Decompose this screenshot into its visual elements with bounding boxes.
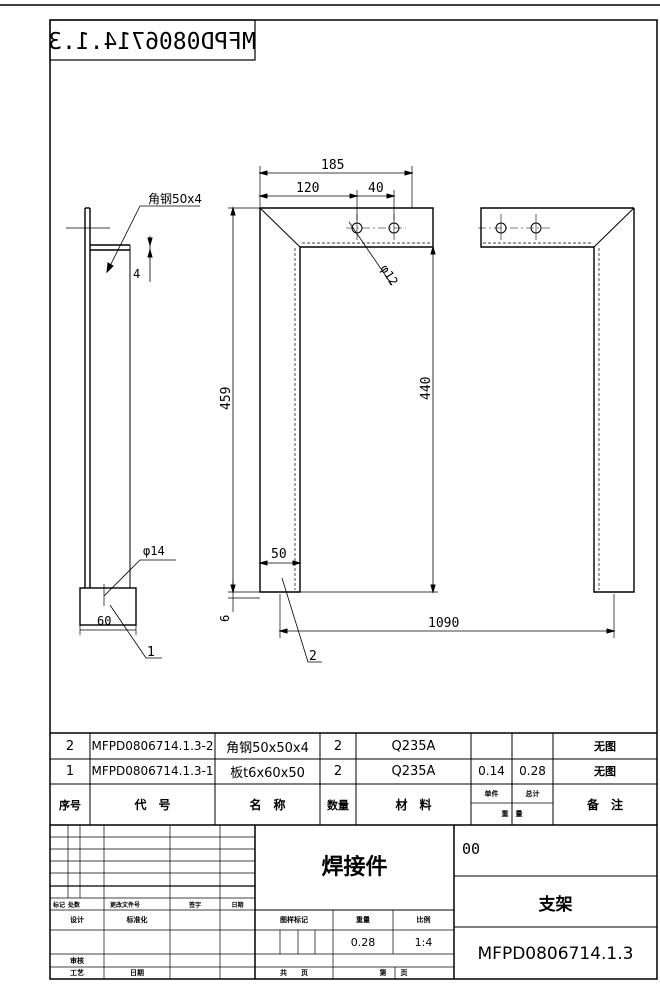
dim-4: 4: [133, 267, 140, 281]
weight-value: 0.28: [350, 935, 376, 949]
bom-row1-unit-weight: [471, 735, 512, 757]
bom-row1-qty: 2: [333, 738, 343, 754]
bom-row1-name: 角钢50x50x4: [226, 740, 309, 756]
label-process: 工艺: [70, 969, 84, 977]
label-mark: 标记: [52, 902, 65, 909]
bom-row2-material: Q235A: [391, 763, 436, 779]
bom-header-code: 代 号: [134, 798, 171, 812]
dim-459: 459: [219, 387, 234, 410]
front-view: [228, 166, 616, 663]
label-sign: 签字: [188, 902, 201, 909]
code-box: [49, 19, 256, 61]
balloon-2: 2: [309, 649, 317, 664]
bom-header-remark: 备 注: [586, 798, 623, 812]
bom-row1-total-weight: [512, 735, 553, 757]
label-sheet-no: 第 页: [379, 969, 408, 977]
dim-440: 440: [419, 377, 434, 400]
label-review: 审核: [70, 957, 84, 965]
bom-table: [50, 732, 657, 826]
bom-header-total: 总计: [525, 790, 540, 798]
label-sample-mark: 图样标记: [280, 916, 308, 924]
bom-header-weight: 重 量: [501, 810, 523, 818]
bom-row2-remark: 无图: [594, 765, 616, 778]
part-type: 焊接件: [321, 855, 388, 880]
label-total-sheets: 共 页: [280, 969, 308, 977]
bom-row2-total-weight: 0.28: [519, 764, 546, 778]
bom-row2-name: 板t6x60x50: [230, 765, 305, 781]
bom-row2-unit-weight: 0.14: [478, 764, 505, 778]
dim-120: 120: [296, 181, 319, 196]
bom-row1-remark: 无图: [594, 740, 616, 753]
bom-row1-no: 2: [65, 738, 75, 754]
dim-phi12: φ12: [377, 262, 400, 288]
bom-header-qty: 数量: [327, 798, 349, 812]
dim-50: 50: [271, 547, 287, 562]
drawing-border: [49, 19, 658, 980]
angle-note: 角钢50x4: [148, 192, 202, 206]
bom-row2-code: MFPD0806714.1.3-1: [91, 764, 214, 778]
bom-row1-code: MFPD0806714.1.3-2: [91, 739, 214, 753]
label-scale: 比例: [416, 916, 431, 924]
dim-6: 6: [218, 615, 232, 622]
dim-40: 40: [368, 181, 384, 196]
bom-row1-material: Q235A: [391, 738, 436, 754]
mirrored-drawing-code: MFPD0806714.1.3: [48, 29, 256, 55]
label-date: 日期: [231, 902, 244, 909]
right-view: [478, 207, 635, 593]
code-top: 00: [462, 840, 481, 858]
label-design: 设计: [70, 916, 84, 924]
dim-185: 185: [321, 158, 344, 173]
label-weight: 重量: [356, 916, 370, 924]
bom-header-no: 序号: [59, 798, 81, 812]
bom-header-name: 名 称: [249, 798, 286, 812]
drawing-number: MFPD0806714.1.3: [477, 943, 634, 964]
dim-60: 60: [97, 614, 111, 628]
bom-header-material: 材 料: [395, 798, 432, 812]
scale-value: 1:4: [414, 935, 433, 949]
label-date-2: 日期: [130, 969, 144, 977]
part-name: 支架: [538, 894, 573, 915]
bom-header-unit: 单件: [484, 790, 499, 798]
side-view: [66, 205, 200, 659]
dim-1090: 1090: [428, 616, 459, 631]
label-change-doc: 更改文件号: [109, 902, 140, 909]
bom-row2-qty: 2: [333, 763, 343, 779]
label-standard: 标准化: [126, 916, 148, 924]
bom-row2-no: 1: [65, 763, 75, 779]
dim-phi14: φ14: [143, 544, 165, 558]
title-block: [50, 825, 657, 979]
balloon-1: 1: [147, 645, 155, 660]
label-count: 处数: [68, 902, 81, 909]
